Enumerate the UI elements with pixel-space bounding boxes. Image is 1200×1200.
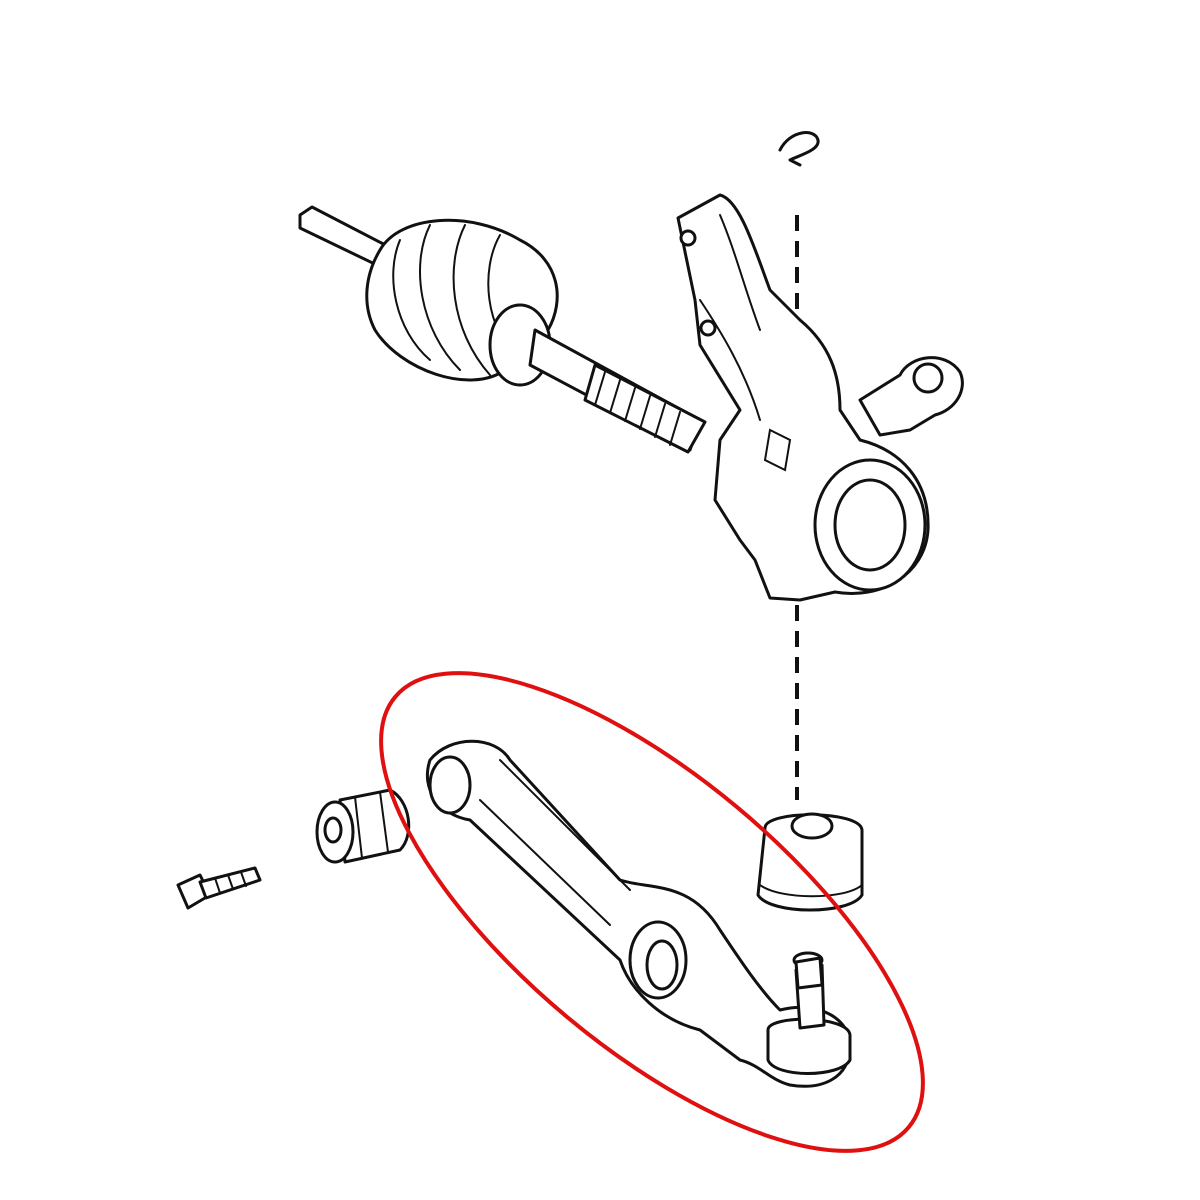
bushing bbox=[315, 788, 411, 864]
ball-joint-boot bbox=[756, 812, 864, 912]
steering-knuckle bbox=[676, 193, 964, 602]
bolt bbox=[176, 866, 262, 910]
drive-shaft bbox=[298, 205, 707, 454]
cotter-pin bbox=[778, 131, 820, 167]
lower-control-arm bbox=[425, 739, 852, 1088]
highlight-ellipse bbox=[379, 671, 925, 1153]
